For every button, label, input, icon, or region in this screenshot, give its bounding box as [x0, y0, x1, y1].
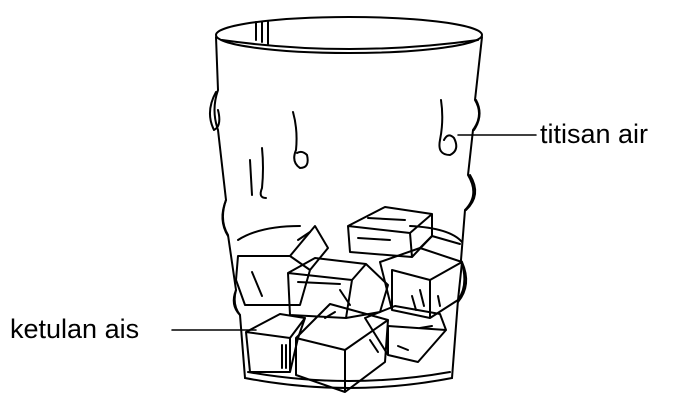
droplet [293, 112, 308, 168]
glass-left-wall [215, 37, 246, 378]
droplet [234, 290, 240, 315]
ice-cube-highlight [298, 282, 350, 305]
ice-cube-highlight [282, 345, 286, 368]
ice-cube [380, 248, 462, 318]
ice-cube-highlight [358, 218, 405, 240]
ice-cube [236, 226, 328, 305]
label-water-droplets: titisan air [540, 119, 649, 149]
ice-cube [296, 304, 388, 392]
droplet [222, 200, 228, 236]
glass-base [245, 378, 452, 388]
ice-cube-highlight [252, 232, 310, 296]
label-ice-cubes: ketulan ais [10, 314, 140, 344]
ice-cube [288, 258, 388, 318]
droplet [466, 175, 475, 210]
droplet [250, 160, 252, 195]
glass-rim [216, 17, 482, 53]
water-droplets [210, 92, 480, 315]
ice-cube [420, 236, 460, 248]
droplet [458, 262, 466, 302]
droplet [474, 100, 480, 130]
ice-cube [348, 207, 432, 257]
ice-cube-highlight [325, 312, 378, 352]
glass-rim-inner [222, 40, 478, 49]
rim-highlight [256, 22, 268, 44]
ice-cubes [236, 207, 462, 392]
ice-cube [365, 306, 446, 362]
droplet [439, 100, 456, 155]
glass-right-wall [452, 37, 482, 378]
ice-cube-highlight [398, 326, 432, 350]
droplet [210, 92, 219, 130]
glass-base-inner [248, 372, 450, 381]
ice-cube-highlight [412, 290, 440, 310]
droplet [261, 148, 266, 198]
